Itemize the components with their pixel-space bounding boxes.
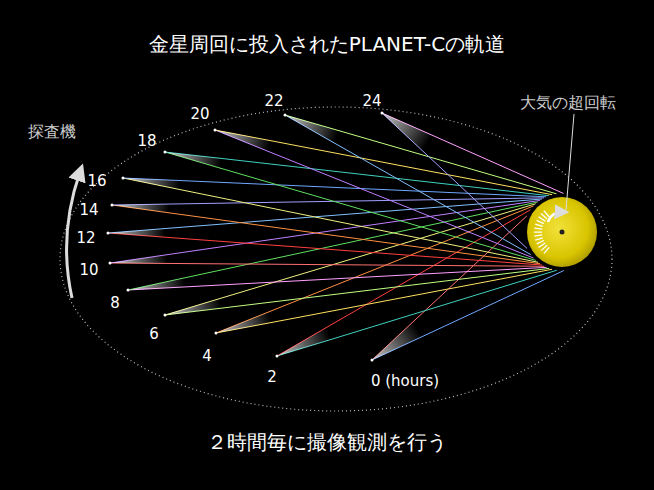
view-cone: [123, 178, 180, 189]
hour-label: 8: [110, 295, 120, 312]
sight-line: [216, 269, 552, 333]
hour-label: 10: [79, 262, 98, 279]
annotation-label: 大気の超回転: [520, 94, 616, 112]
rotation-tick: [537, 220, 544, 223]
spacecraft-position: [276, 355, 279, 358]
spacecraft-position: [381, 112, 384, 115]
sight-line: [382, 113, 527, 248]
rotation-ticks: [534, 211, 549, 254]
hour-label: 16: [87, 173, 106, 190]
rotation-tick: [534, 228, 542, 229]
sight-line: [123, 178, 546, 197]
view-cone: [215, 130, 271, 151]
title: 金星周回に投入されたPLANET-Cの軌道: [149, 33, 506, 55]
sight-line: [382, 113, 564, 193]
hour-label: 12: [76, 230, 95, 247]
sight-line: [215, 130, 534, 258]
sight-line: [165, 152, 536, 260]
rotation-tick: [541, 214, 547, 219]
sight-line: [110, 263, 544, 266]
spacecraft-position: [164, 151, 167, 154]
sight-line: [123, 178, 538, 262]
sight-line: [165, 152, 549, 196]
spacecraft-position: [371, 359, 374, 362]
rotation-arrow: [548, 212, 562, 222]
spacecraft-position: [284, 114, 287, 117]
view-cone: [216, 312, 272, 333]
leader-line: [566, 114, 574, 210]
view-cone: [112, 204, 169, 213]
venus-planet: [527, 197, 597, 267]
hour-label: 4: [202, 348, 212, 365]
sight-lines: [107, 112, 564, 362]
hour-label: 2: [267, 369, 277, 386]
hour-label: 14: [79, 202, 98, 219]
rotation-tick: [535, 238, 543, 240]
sight-line: [128, 267, 547, 290]
sight-line: [216, 206, 534, 333]
sight-line: [165, 204, 536, 315]
sight-line: [110, 200, 540, 263]
rotation-tick: [544, 247, 549, 253]
sight-line: [165, 268, 549, 315]
rotation-tick: [534, 235, 542, 236]
sight-line: [215, 130, 552, 195]
spacecraft-position: [107, 232, 110, 235]
sight-line: [277, 210, 530, 356]
view-cone: [165, 152, 222, 168]
venus-center: [560, 230, 565, 235]
view-cone: [110, 255, 168, 264]
spacecraft-position: [214, 129, 217, 132]
spacecraft-position: [215, 332, 218, 335]
orbit-ellipse: [60, 107, 612, 411]
hour-label: 6: [149, 326, 159, 343]
hour-label: 0 (hours): [371, 373, 439, 390]
rotation-tick: [539, 243, 546, 247]
view-cone: [277, 328, 331, 356]
rotation-tick: [534, 231, 542, 232]
rotation-tick: [539, 217, 546, 221]
spacecraft-position: [111, 204, 114, 207]
spacecraft-position: [164, 314, 167, 317]
hour-label: 22: [264, 93, 283, 110]
sight-line: [285, 115, 556, 194]
rotation-tick: [544, 211, 549, 217]
rotation-tick: [537, 240, 544, 243]
sight-line: [372, 271, 564, 360]
annotation-label: 探査機: [28, 123, 76, 141]
view-cone: [382, 113, 432, 151]
view-cone: [372, 322, 422, 360]
hour-label: 20: [190, 106, 209, 123]
caption: ２時間毎に撮像観測を行う: [207, 431, 447, 453]
sight-line: [108, 233, 542, 265]
hour-label: 18: [137, 133, 156, 150]
view-cone: [165, 299, 222, 315]
spacecraft-position: [109, 262, 112, 265]
rotation-tick: [535, 224, 543, 226]
view-cone: [285, 115, 339, 143]
spacecraft-position: [127, 289, 130, 292]
rotation-tick: [541, 245, 547, 250]
hour-label: 24: [362, 93, 381, 110]
view-cone: [128, 278, 185, 290]
view-cone: [108, 229, 165, 238]
spacecraft-position: [122, 177, 125, 180]
